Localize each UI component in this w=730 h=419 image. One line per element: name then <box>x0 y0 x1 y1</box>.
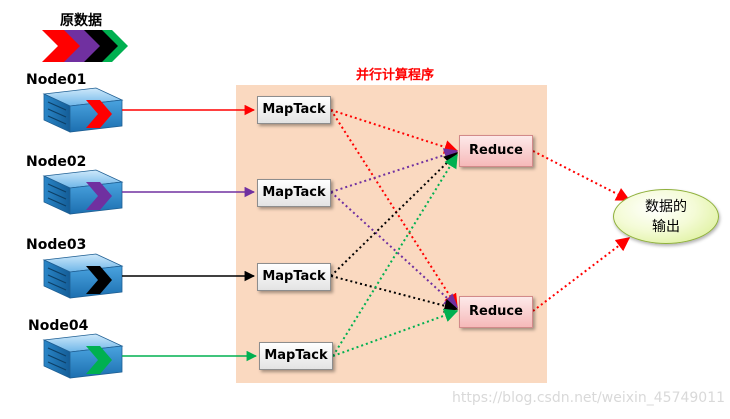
chevron-arrow-icon <box>102 30 128 62</box>
source-data-label: 原数据 <box>60 13 102 29</box>
node-to-map-arrows <box>122 104 258 362</box>
node-label-02: Node02 <box>26 154 87 170</box>
reduce-task-2: Reduce <box>459 296 533 328</box>
chevron-arrow-icon <box>86 182 112 210</box>
map-task-3: MapTack <box>257 263 331 291</box>
node-label-04: Node04 <box>28 318 89 334</box>
watermark-url: https://blog.csdn.net/weixin_45749011 <box>452 390 726 406</box>
reduce-to-output-arrows <box>532 150 631 312</box>
node-label-01: Node01 <box>26 72 87 88</box>
map-task-4: MapTack <box>259 342 333 370</box>
data-output-node: 数据的 输出 <box>613 189 719 244</box>
server-icon <box>42 333 124 379</box>
map-task-2: MapTack <box>257 179 331 207</box>
parallel-program-title: 并行计算程序 <box>356 68 435 83</box>
map-task-1: MapTack <box>257 96 331 124</box>
node-label-03: Node03 <box>26 237 87 253</box>
source-chevrons <box>42 30 128 62</box>
server-icon <box>42 169 124 215</box>
map-to-reduce-arrows <box>330 109 459 357</box>
chevron-arrow-icon <box>86 346 112 374</box>
chevron-arrow-icon <box>86 100 112 128</box>
server-icon <box>42 253 124 299</box>
parallel-program-box <box>236 85 547 383</box>
data-output-label: 数据的 输出 <box>645 198 687 235</box>
chevron-arrow-icon <box>86 266 112 294</box>
reduce-task-1: Reduce <box>459 135 533 167</box>
server-icon <box>42 87 124 133</box>
